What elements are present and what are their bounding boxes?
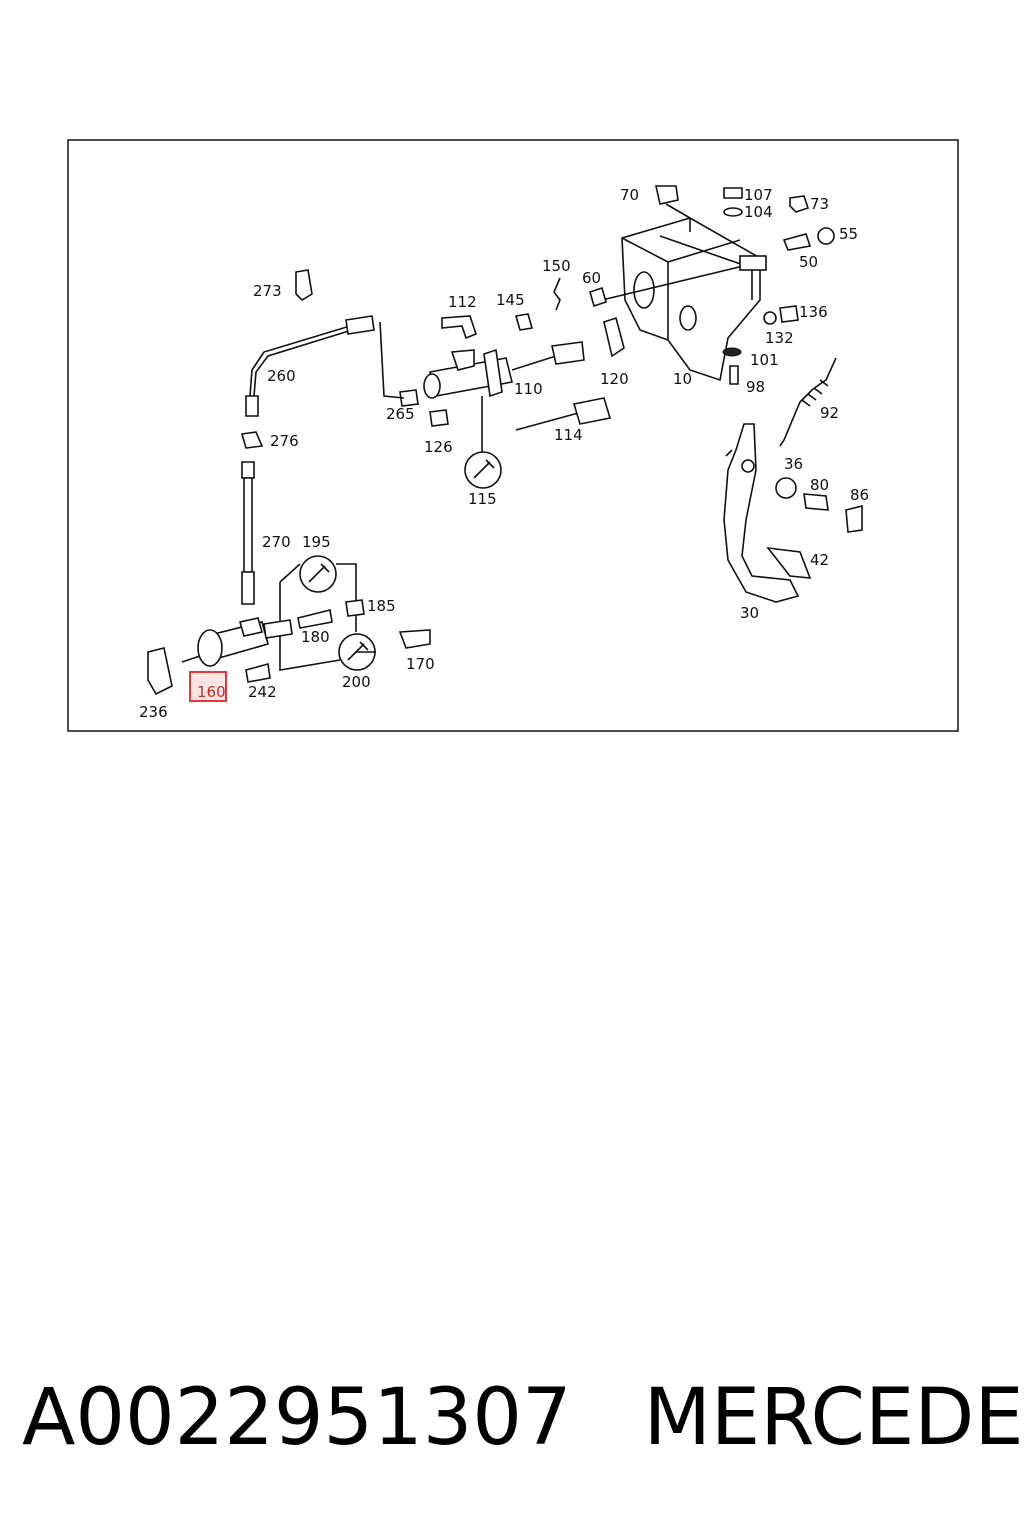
callout-110: 110: [514, 380, 543, 398]
part-number: A0022951307: [22, 1373, 572, 1463]
callout-180: 180: [301, 628, 330, 646]
callout-132: 132: [765, 329, 794, 347]
callout-195: 195: [302, 533, 331, 551]
pedal-hardware: [775, 477, 863, 533]
callout-265: 265: [386, 405, 415, 423]
callout-150: 150: [542, 257, 571, 275]
callout-80: 80: [810, 476, 829, 494]
callout-200: 200: [342, 673, 371, 691]
caption: A0022951307 MERCEDES: [22, 1368, 1024, 1478]
callout-labels: 70 107 104 73 55 50 150 60 273 112 145 1…: [139, 186, 869, 721]
callout-55: 55: [839, 225, 858, 243]
master-cylinder: [399, 313, 612, 456]
callout-42: 42: [810, 551, 829, 569]
callout-236: 236: [139, 703, 168, 721]
callout-185: 185: [367, 597, 396, 615]
callout-107: 107: [744, 186, 773, 204]
callout-104: 104: [744, 203, 773, 221]
callout-70: 70: [620, 186, 639, 204]
callout-276: 276: [270, 432, 299, 450]
hydraulic-lines: [240, 269, 405, 671]
callout-30: 30: [740, 604, 759, 622]
bracket-hardware: [553, 185, 835, 385]
callout-242: 242: [248, 683, 277, 701]
callout-98: 98: [746, 378, 765, 396]
callout-112: 112: [448, 293, 477, 311]
brand-name: MERCEDES: [643, 1373, 1024, 1463]
callout-50: 50: [799, 253, 818, 271]
callout-60: 60: [582, 269, 601, 287]
clutch-hydraulics-exploded-diagram: 70 107 104 73 55 50 150 60 273 112 145 1…: [67, 139, 959, 732]
callout-270: 270: [262, 533, 291, 551]
callout-160: 160: [197, 683, 226, 701]
callout-86: 86: [850, 486, 869, 504]
pedal-bracket: [601, 217, 767, 382]
callout-126: 126: [424, 438, 453, 456]
callout-92: 92: [820, 404, 839, 422]
callout-145: 145: [496, 291, 525, 309]
callout-273: 273: [253, 282, 282, 300]
callout-260: 260: [267, 367, 296, 385]
callout-highlight: [189, 671, 227, 702]
callout-136: 136: [799, 303, 828, 321]
callout-101: 101: [750, 351, 779, 369]
callout-115: 115: [468, 490, 497, 508]
callout-73: 73: [810, 195, 829, 213]
callout-10: 10: [673, 370, 692, 388]
slave-cylinder: [147, 599, 431, 696]
callout-170: 170: [406, 655, 435, 673]
clutch-pedal: [723, 423, 812, 603]
callout-114: 114: [554, 426, 583, 444]
callout-120: 120: [600, 370, 629, 388]
callout-36: 36: [784, 455, 803, 473]
return-spring: [779, 357, 837, 447]
